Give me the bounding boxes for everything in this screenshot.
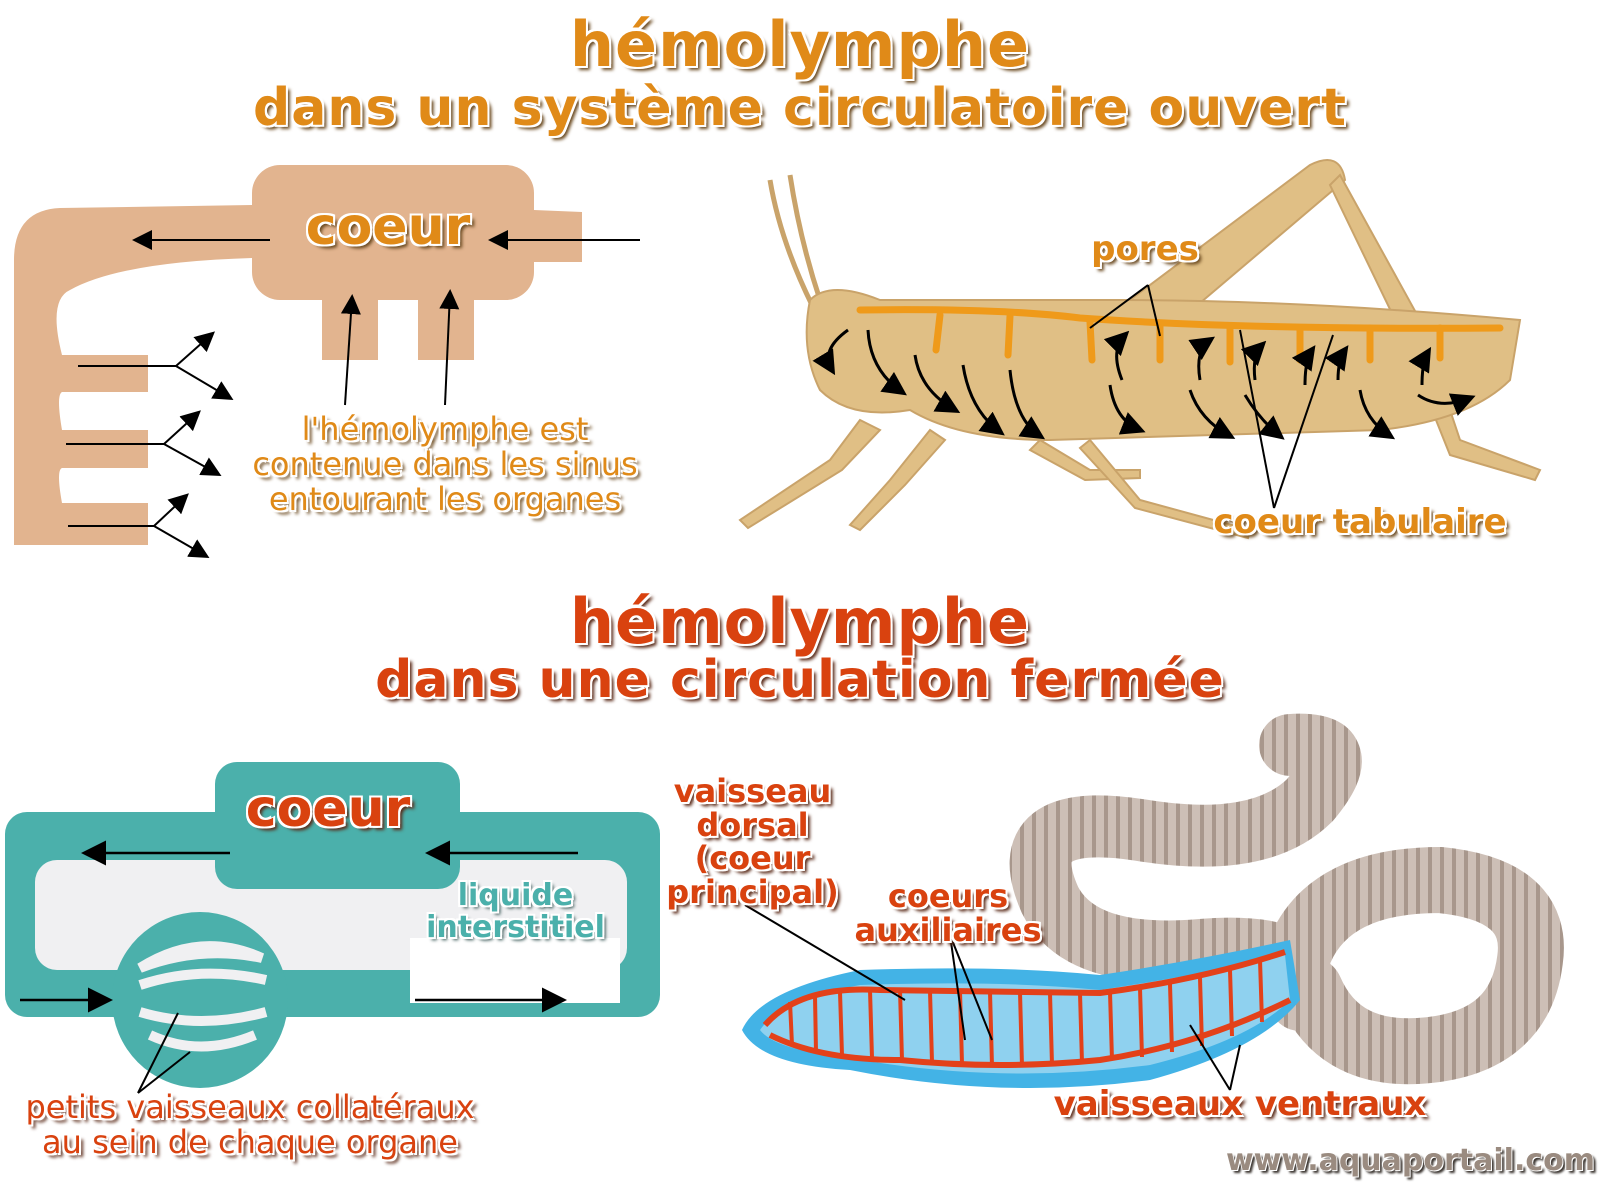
- collateral-vessels-label: petits vaisseaux collatéraux au sein de …: [0, 1088, 500, 1162]
- open-section-title: hémolymphe: [569, 8, 1031, 81]
- open-section-subtitle: dans un système circulatoire ouvert: [253, 78, 1347, 138]
- closed-circulation-diagram: [5, 762, 660, 1094]
- dorsal-vessel-line-3: (coeur: [694, 839, 811, 878]
- collateral-vessels-line-2: au sein de chaque organe: [42, 1123, 458, 1162]
- open-heart-label: coeur: [305, 197, 471, 257]
- interstitial-line-2: interstitiel: [426, 909, 605, 945]
- closed-section-title: hémolymphe: [569, 585, 1031, 658]
- dorsal-vessel-line-4: principal): [666, 872, 839, 911]
- auxiliary-hearts-line-1: coeurs: [887, 877, 1009, 915]
- interstitial-fluid-label: liquide interstitiel: [408, 880, 623, 943]
- auxiliary-hearts-line-2: auxiliaires: [854, 910, 1042, 949]
- dorsal-vessel-label: vaisseau dorsal (coeur principal): [655, 772, 850, 911]
- auxiliary-hearts-label: coeurs auxiliaires: [848, 877, 1048, 949]
- grasshopper-illustration: [738, 159, 1542, 540]
- open-description-line-3: entourant les organes: [268, 480, 622, 519]
- tubular-heart-label: coeur tabulaire: [1213, 502, 1507, 542]
- closed-section-subtitle: dans une circulation fermée: [375, 650, 1225, 710]
- open-description-line-1: l'hémolymphe est: [301, 410, 589, 448]
- open-description-line-2: contenue dans les sinus: [252, 445, 638, 484]
- pores-label: pores: [1091, 229, 1199, 269]
- dorsal-vessel-line-1: vaisseau: [673, 772, 832, 810]
- ventral-vessels-label: vaisseaux ventraux: [1053, 1084, 1427, 1124]
- closed-heart-label: coeur: [245, 779, 411, 839]
- watermark: www.aquaportail.com: [1225, 1143, 1595, 1178]
- interstitial-line-1: liquide: [457, 878, 574, 913]
- dorsal-vessel-line-2: dorsal: [696, 805, 809, 844]
- open-description: l'hémolymphe est contenue dans les sinus…: [215, 410, 675, 519]
- collateral-vessels-line-1: petits vaisseaux collatéraux: [25, 1088, 475, 1126]
- open-circulation-diagram: [14, 165, 640, 558]
